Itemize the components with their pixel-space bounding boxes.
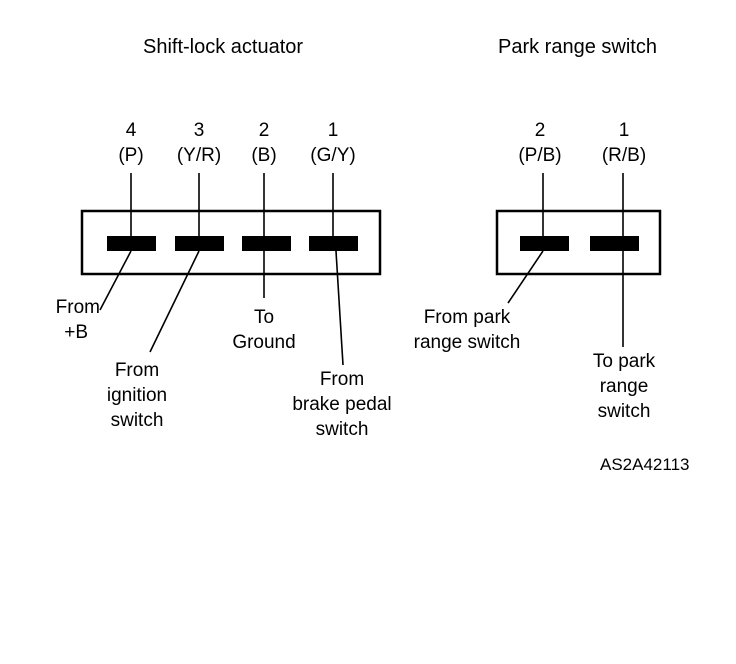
actuator-wire-from-b bbox=[99, 250, 132, 311]
park-switch-wire-from bbox=[507, 250, 544, 304]
actuator-pin-number-1: 1 bbox=[327, 120, 339, 141]
label-from-park-range: From park range switch bbox=[400, 305, 534, 355]
park-switch-pin-color-1: (R/B) bbox=[601, 145, 647, 166]
actuator-wire-from-brake bbox=[335, 250, 344, 366]
label-from-ignition-line2: ignition bbox=[106, 385, 168, 406]
actuator-pin-color-3: (Y/R) bbox=[176, 145, 222, 166]
park-switch-terminal-2 bbox=[520, 236, 569, 251]
actuator-pin-color-1: (G/Y) bbox=[310, 145, 356, 166]
label-to-park-line1: To park bbox=[592, 351, 656, 372]
park-switch-connector-housing bbox=[495, 209, 662, 276]
label-from-b: From +B bbox=[40, 295, 100, 345]
park-switch-pin-number-2: 2 bbox=[534, 120, 546, 141]
label-from-park-line1: From park bbox=[423, 307, 511, 328]
label-to-ground-line2: Ground bbox=[232, 332, 296, 353]
actuator-terminal-3 bbox=[175, 236, 224, 251]
label-to-park-line2: range bbox=[599, 376, 649, 397]
actuator-connector-housing bbox=[80, 209, 382, 276]
actuator-title: Shift-lock actuator bbox=[143, 36, 304, 58]
actuator-pin-number-4: 4 bbox=[125, 120, 137, 141]
label-to-park-line3: switch bbox=[597, 401, 651, 422]
park-switch-pin-color-2: (P/B) bbox=[518, 145, 562, 166]
label-from-ignition-line3: switch bbox=[110, 410, 164, 431]
label-to-ground: To Ground bbox=[222, 305, 306, 355]
label-from-brake-line3: switch bbox=[315, 419, 369, 440]
label-from-brake-pedal: From brake pedal switch bbox=[280, 367, 404, 442]
actuator-terminal-4 bbox=[107, 236, 156, 251]
label-from-ignition: From ignition switch bbox=[96, 358, 178, 433]
actuator-pin-number-2: 2 bbox=[258, 120, 270, 141]
label-from-b-line2: +B bbox=[64, 322, 88, 343]
label-to-ground-line1: To bbox=[253, 307, 275, 328]
park-switch-title: Park range switch bbox=[498, 36, 657, 58]
label-to-park-range: To park range switch bbox=[574, 349, 674, 424]
actuator-wire-from-ignition bbox=[149, 250, 200, 353]
actuator-pin-color-2: (B) bbox=[251, 145, 277, 166]
label-from-ignition-line1: From bbox=[114, 360, 160, 381]
park-switch-terminal-1 bbox=[590, 236, 639, 251]
label-from-park-line2: range switch bbox=[413, 332, 521, 353]
actuator-pin-number-3: 3 bbox=[193, 120, 205, 141]
label-from-b-line1: From bbox=[55, 297, 100, 318]
label-from-brake-line2: brake pedal bbox=[292, 394, 392, 415]
figure-code: AS2A42113 bbox=[600, 455, 690, 474]
actuator-terminal-1 bbox=[309, 236, 358, 251]
actuator-terminal-2 bbox=[242, 236, 291, 251]
park-switch-pin-number-1: 1 bbox=[618, 120, 630, 141]
label-from-brake-line1: From bbox=[319, 369, 365, 390]
actuator-pin-color-4: (P) bbox=[118, 145, 144, 166]
